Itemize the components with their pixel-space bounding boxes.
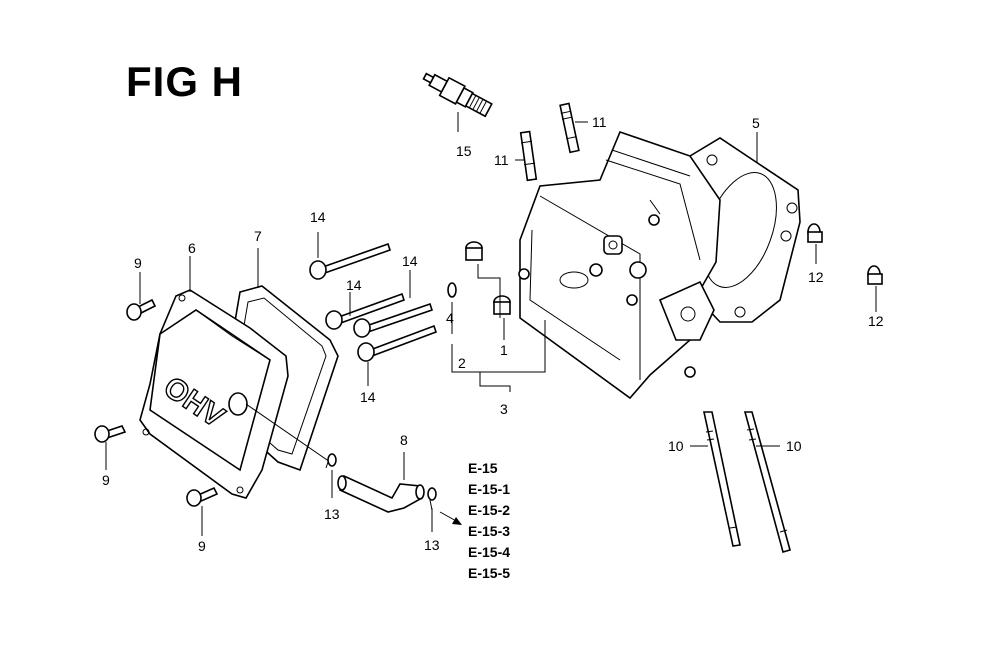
label-14c: 14 — [402, 253, 418, 269]
label-12b: 12 — [868, 313, 884, 329]
label-12a: 12 — [808, 269, 824, 285]
label-9c: 9 — [198, 538, 206, 554]
bolt-14-top[interactable] — [309, 242, 392, 280]
label-6: 6 — [188, 240, 196, 256]
screw-9-left[interactable] — [94, 425, 127, 443]
head-gasket[interactable] — [689, 137, 801, 323]
stud-10-right[interactable] — [743, 411, 791, 553]
label-10a: 10 — [668, 438, 684, 454]
label-1: 1 — [500, 342, 508, 358]
label-7: 7 — [254, 228, 262, 244]
screw-9-top[interactable] — [126, 298, 157, 321]
label-13b: 13 — [424, 537, 440, 553]
label-2: 2 — [458, 355, 466, 371]
cylinder-head[interactable] — [518, 131, 721, 400]
reference-e15-1[interactable]: E-15-1 — [468, 481, 511, 497]
breather-tube[interactable] — [337, 474, 425, 513]
label-14b: 14 — [346, 277, 362, 293]
screw-9-bottom[interactable] — [186, 486, 219, 507]
hose-clip-13b[interactable] — [427, 487, 437, 511]
stud-11-upper[interactable] — [559, 102, 580, 154]
label-4: 4 — [446, 310, 454, 326]
label-15: 15 — [456, 143, 472, 159]
reference-arrow-icon — [452, 517, 462, 525]
label-11a: 11 — [592, 114, 607, 130]
plug-12b[interactable] — [867, 265, 883, 285]
label-14a: 14 — [310, 209, 326, 225]
hose-clip-13a[interactable] — [325, 453, 337, 469]
label-13a: 13 — [324, 506, 340, 522]
label-10b: 10 — [786, 438, 802, 454]
label-11b: 11 — [494, 152, 509, 168]
label-9b: 9 — [102, 472, 110, 488]
label-3: 3 — [500, 401, 508, 417]
reference-e15-4[interactable]: E-15-4 — [468, 544, 511, 560]
reference-e15-2[interactable]: E-15-2 — [468, 502, 511, 518]
reference-e15-5[interactable]: E-15-5 — [468, 565, 511, 581]
head-cover[interactable]: OHV — [139, 289, 289, 499]
bolt-14-low[interactable] — [357, 324, 438, 362]
washer-4[interactable] — [447, 282, 457, 298]
label-8: 8 — [400, 432, 408, 448]
bolt-14-mid1[interactable] — [325, 292, 406, 330]
label-5: 5 — [752, 115, 760, 131]
dowel-pin-1[interactable] — [465, 241, 511, 315]
label-14d: 14 — [360, 389, 376, 405]
stud-10-left[interactable] — [703, 411, 741, 547]
reference-e15-3[interactable]: E-15-3 — [468, 523, 511, 539]
label-9a: 9 — [134, 255, 142, 271]
reference-e15[interactable]: E-15 — [468, 460, 498, 476]
bolt-14-mid2[interactable] — [353, 302, 434, 338]
stud-11-lower[interactable] — [519, 130, 538, 182]
spark-plug[interactable] — [420, 67, 493, 118]
figure-title: FIG H — [126, 58, 243, 105]
plug-12a[interactable] — [807, 223, 823, 243]
